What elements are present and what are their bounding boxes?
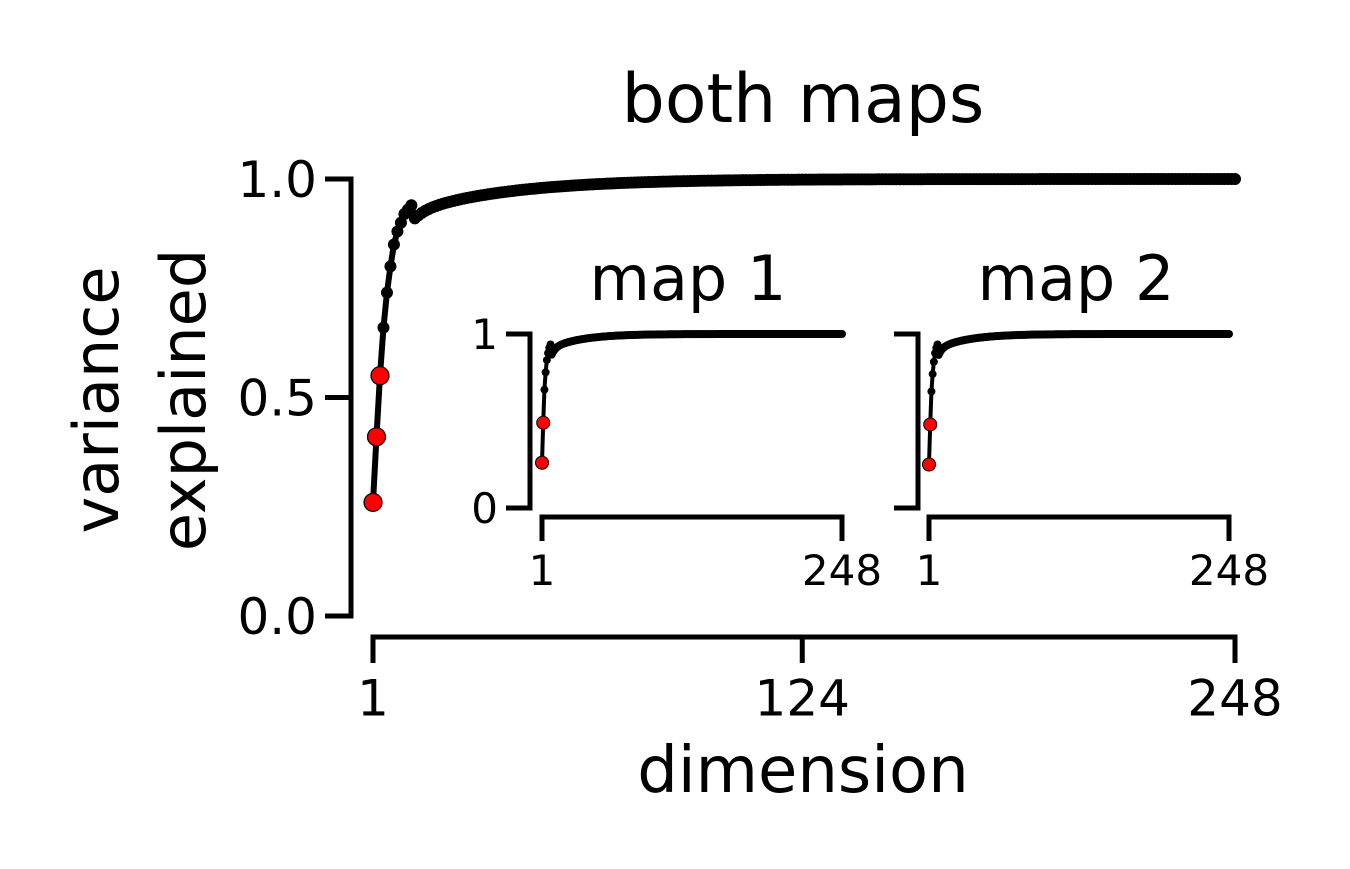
main-x-tick-label: 248 [1187,670,1282,728]
inset-map-1-point [838,330,846,339]
inset-map-1-y-tick-label: 1 [471,310,498,359]
inset-map-1-marks [535,330,846,470]
main-point [405,199,418,212]
inset-map-2-point [927,387,936,396]
inset-map-2-title: map 2 [978,242,1175,315]
main-highlight-point [370,366,390,386]
inset-map-1-point [540,385,549,394]
inset-map-2-x-tick-label: 1 [916,546,943,595]
main-highlight-point [366,427,387,447]
inset-map-1-highlight-point [535,455,549,470]
main-highlight-point [363,492,383,512]
main-chart: both maps variance explained dimension 0… [60,60,1283,808]
main-axes: 0.0 0.5 1.0 1 124 248 [237,151,1282,728]
inset-map-1-series-line [540,332,843,463]
main-point [384,260,397,273]
main-y-tick-label: 1.0 [237,151,317,209]
inset-map-1-x-tick-label: 1 [529,546,556,595]
x-axis-label: dimension [637,734,969,808]
main-x-tick-label: 1 [357,670,389,728]
inset-map-2-marks [922,330,1233,472]
main-marks [363,173,1241,512]
inset-map-1-point [542,356,551,365]
inset-map-2-point [928,370,937,379]
main-point [387,238,400,251]
main-y-tick-label: 0.5 [237,370,317,428]
inset-map-2-point [929,357,938,366]
inset-map-2-axes: 1 248 [894,331,1269,595]
main-title: both maps [622,60,985,139]
main-point [1229,173,1241,186]
main-y-tick-label: 0.0 [237,588,317,646]
y-axis-label-line2: explained [147,249,220,551]
inset-map-2-highlight-point [922,457,936,472]
main-point [380,286,393,299]
main-x-tick-label: 124 [755,670,850,728]
inset-map-2-series-line [927,332,1230,465]
main-point [377,321,390,334]
inset-map-1-point [541,368,550,377]
inset-map-1-title: map 1 [590,242,787,315]
inset-map-2-highlight-point [923,417,938,432]
y-axis-label-line1: variance [60,267,133,534]
inset-map-2-x-tick-label: 248 [1189,546,1269,595]
main-series-line [370,176,1235,503]
inset-map-1-x-tick-label: 248 [802,546,882,595]
inset-map-1-y-tick-label: 0 [471,484,498,533]
inset-map-2-point [1225,330,1233,339]
inset-map-1-highlight-point [536,415,551,430]
inset-map-2: map 2 1 248 [894,242,1269,595]
